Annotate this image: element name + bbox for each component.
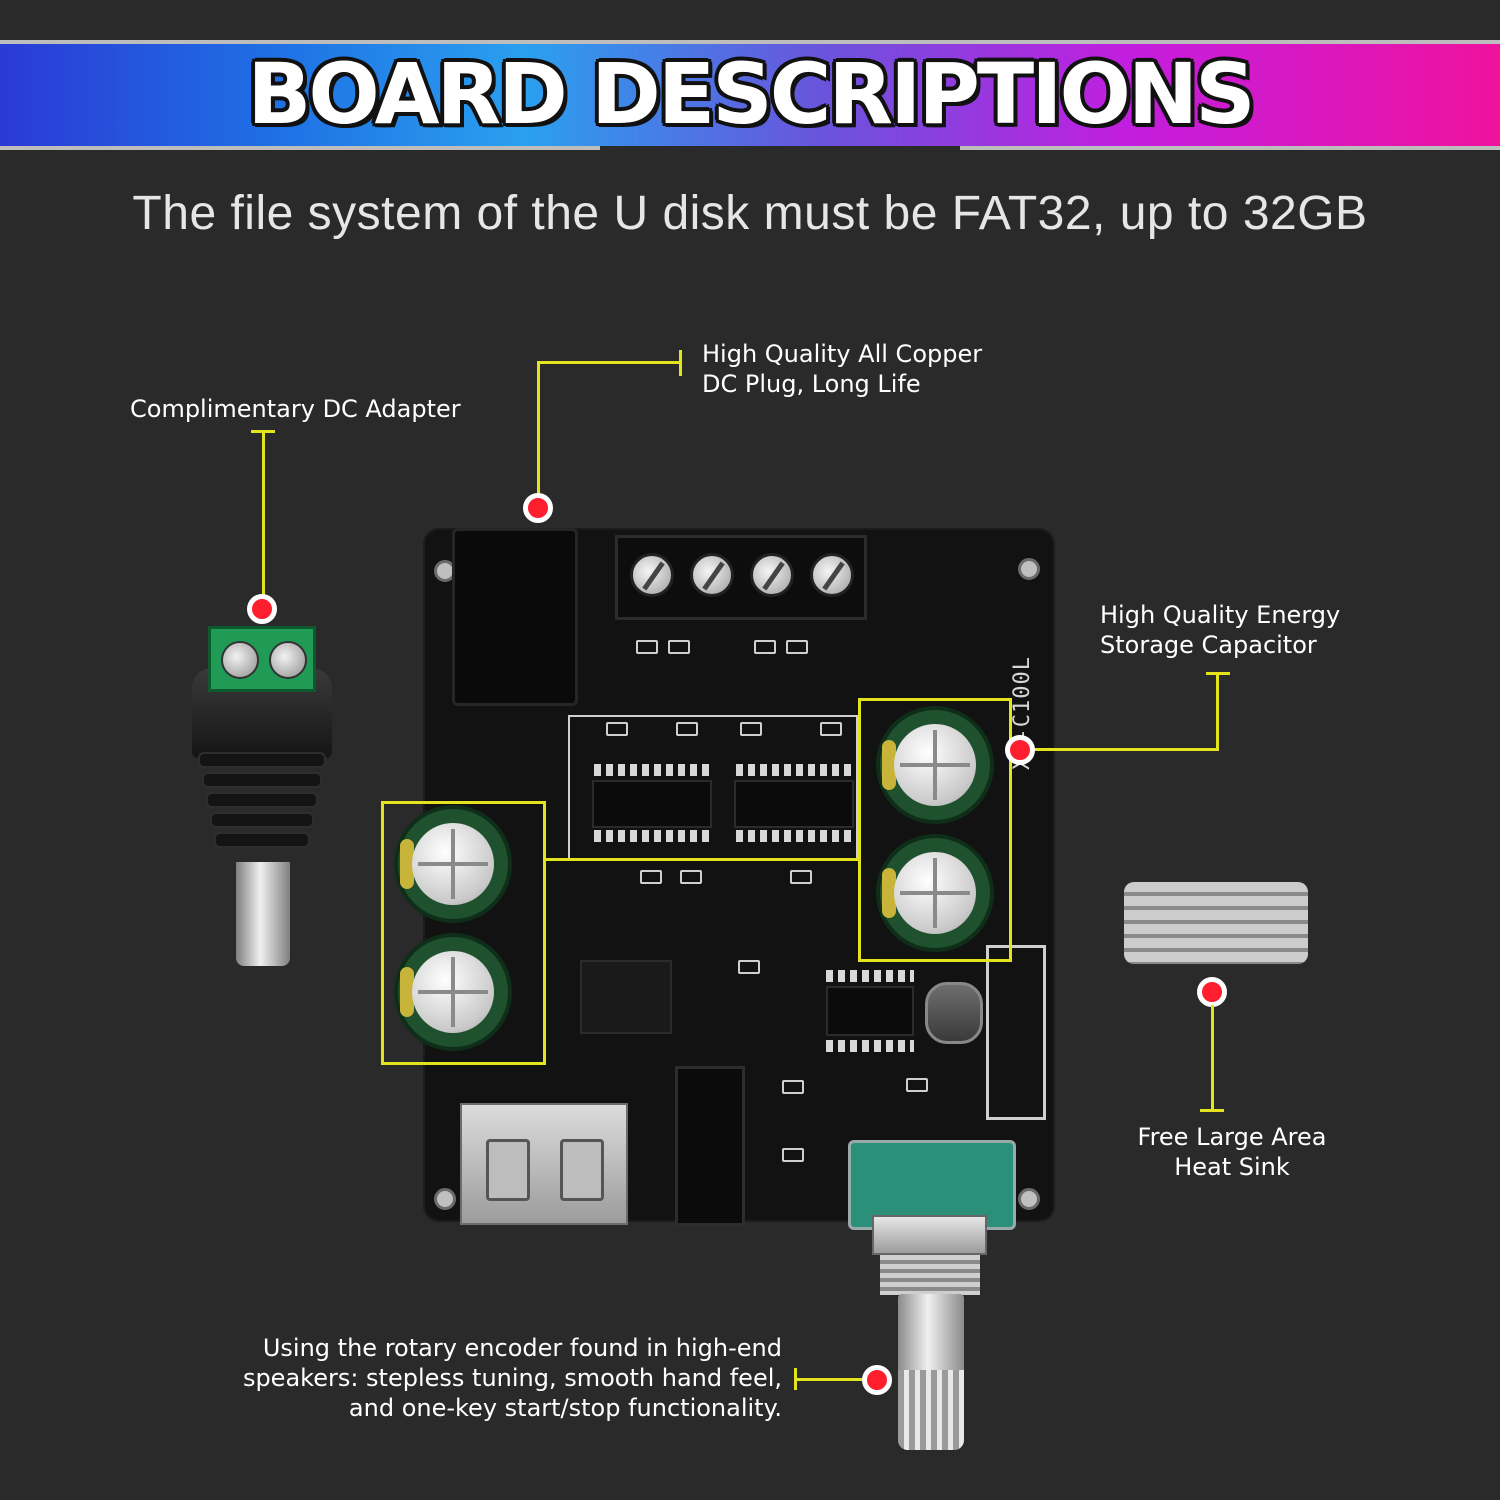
- usb-slot: [486, 1139, 530, 1201]
- mount-hole: [1018, 558, 1040, 580]
- marker-capacitor: [1005, 735, 1035, 765]
- smd-part: [640, 870, 662, 884]
- encoder-thread: [880, 1255, 980, 1295]
- capacitor-highlight-left: [381, 801, 546, 1065]
- smd-part: [740, 722, 762, 736]
- chip-pins: [736, 830, 852, 842]
- banner-notch: [600, 146, 960, 150]
- leader-line-capacitor: [1020, 748, 1219, 751]
- label-line: High Quality All Copper: [702, 340, 983, 368]
- smd-part: [754, 640, 776, 654]
- smd-part: [676, 722, 698, 736]
- title-banner: [0, 40, 1500, 150]
- chip-pins: [826, 970, 914, 982]
- label-line: speakers: stepless tuning, smooth hand f…: [242, 1364, 782, 1392]
- chip-pins: [594, 830, 710, 842]
- mount-hole: [1018, 1188, 1040, 1210]
- leader-line-encoder: [794, 1378, 864, 1381]
- adapter-screw: [221, 641, 259, 679]
- chip-pins: [826, 1040, 914, 1052]
- label-line: and one-key start/stop functionality.: [348, 1394, 782, 1422]
- usb-slot: [560, 1139, 604, 1201]
- marker-encoder: [862, 1365, 892, 1395]
- adapter-rib: [214, 832, 310, 848]
- label-dc-plug: High Quality All Copper DC Plug, Long Li…: [702, 339, 982, 399]
- capacitor: [876, 834, 994, 952]
- usb-port: [460, 1103, 628, 1225]
- label-line: Heat Sink: [1174, 1153, 1290, 1181]
- smd-part: [680, 870, 702, 884]
- smd-part: [738, 960, 760, 974]
- heat-sink-image: [1124, 882, 1308, 964]
- leader-cap: [1200, 1109, 1224, 1112]
- smd-part: [606, 722, 628, 736]
- smd-part: [786, 640, 808, 654]
- bluetooth-chip: [826, 986, 914, 1036]
- capacitor: [876, 706, 994, 824]
- adapter-plug: [236, 862, 290, 966]
- page-subtitle: The file system of the U disk must be FA…: [132, 187, 1368, 240]
- capacitor-highlight-right: [858, 698, 1012, 962]
- speaker-terminal: [615, 535, 867, 620]
- label-heat-sink: Free Large Area Heat Sink: [1112, 1122, 1352, 1182]
- marker-adapter: [247, 594, 277, 624]
- crystal-oscillator: [925, 982, 983, 1044]
- leader-line-heat-sink: [1211, 1005, 1214, 1111]
- leader-line-dc-plug: [537, 361, 681, 364]
- leader-line-adapter: [262, 430, 265, 608]
- smd-part: [782, 1148, 804, 1162]
- regulator: [580, 960, 672, 1034]
- chip-pins: [736, 764, 852, 776]
- terminal-screw: [810, 553, 854, 597]
- smd-part: [636, 640, 658, 654]
- adapter-terminal: [208, 626, 316, 692]
- label-line: High Quality Energy: [1100, 601, 1341, 629]
- label-encoder: Using the rotary encoder found in high-e…: [170, 1333, 782, 1423]
- marker-heat-sink: [1197, 977, 1227, 1007]
- capacitor: [394, 805, 512, 923]
- adapter-screw: [269, 641, 307, 679]
- adapter-rib: [206, 792, 318, 808]
- smd-part: [790, 870, 812, 884]
- leader-line-dc-plug: [537, 361, 540, 509]
- label-line: Free Large Area: [1137, 1123, 1327, 1151]
- label-dc-adapter: Complimentary DC Adapter: [130, 394, 461, 424]
- smd-part: [668, 640, 690, 654]
- audio-jack: [675, 1066, 745, 1226]
- label-line: Using the rotary encoder found in high-e…: [262, 1334, 782, 1362]
- label-capacitor: High Quality Energy Storage Capacitor: [1100, 600, 1340, 660]
- smd-part: [820, 722, 842, 736]
- page-title: BOARD DESCRIPTIONS: [247, 45, 1255, 143]
- label-line: DC Plug, Long Life: [702, 370, 921, 398]
- leader-line-capacitor: [1216, 672, 1219, 750]
- highlight-connector: [546, 858, 858, 861]
- label-line: Storage Capacitor: [1100, 631, 1317, 659]
- terminal-screw: [690, 553, 734, 597]
- mount-hole: [434, 1188, 456, 1210]
- dc-jack: [452, 528, 578, 706]
- label-line: Complimentary DC Adapter: [130, 395, 461, 423]
- adapter-rib: [202, 772, 322, 788]
- terminal-screw: [750, 553, 794, 597]
- amplifier-chip: [592, 780, 712, 828]
- capacitor: [394, 933, 512, 1051]
- pcb-antenna: [986, 945, 1046, 1120]
- chip-pins: [594, 764, 710, 776]
- adapter-rib: [210, 812, 314, 828]
- amplifier-chip: [734, 780, 854, 828]
- smd-part: [906, 1078, 928, 1092]
- marker-dc-plug: [523, 493, 553, 523]
- encoder-knurl: [898, 1370, 964, 1450]
- smd-part: [782, 1080, 804, 1094]
- encoder-cap: [872, 1215, 987, 1255]
- terminal-screw: [630, 553, 674, 597]
- adapter-rib: [198, 752, 326, 768]
